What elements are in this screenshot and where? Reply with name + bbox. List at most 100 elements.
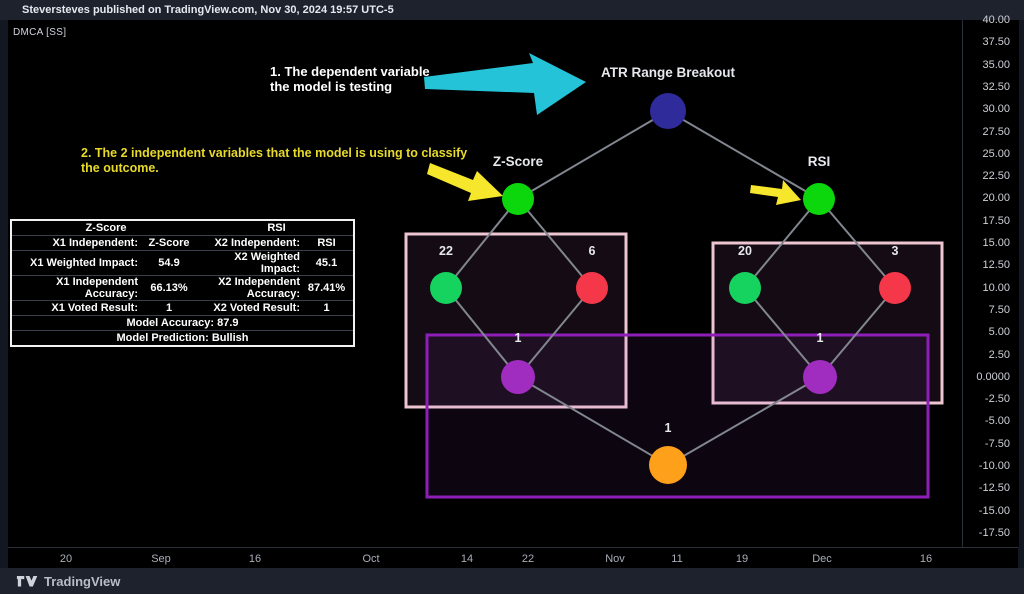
price-tick-label: -15.00 <box>978 504 1010 517</box>
cyan-arrow <box>424 53 586 115</box>
tree-node-atr <box>650 93 686 129</box>
x2-independent-label: X2 Independent: <box>214 237 300 249</box>
price-tick-label: -5.00 <box>984 415 1010 428</box>
x2-accuracy-label: X2 Independent Accuracy: <box>218 276 300 300</box>
tree-node-label-rsi-vote: 1 <box>817 331 824 345</box>
tree-edge-rsi-rsi-neg <box>818 198 896 289</box>
tree-edge-zscore-z-neg <box>517 198 593 289</box>
x1-independent-value: Z-Score <box>148 237 190 249</box>
tree-node-label-rsi-pos: 20 <box>738 244 752 258</box>
time-tick-label: Oct <box>362 553 380 565</box>
price-tick-label: 37.50 <box>982 36 1010 49</box>
tree-node-label-z-pos: 22 <box>439 244 453 258</box>
tree-edge-rsi-rsi-pos <box>744 198 820 289</box>
time-tick-label: 14 <box>460 553 474 565</box>
tree-edge-z-neg-z-vote <box>517 287 593 378</box>
x1-voted-result-value: 1 <box>165 302 173 314</box>
table-row: X1 Independent Accuracy: 66.13% X2 Indep… <box>12 275 353 300</box>
tree-edge-atr-rsi <box>667 110 820 200</box>
price-tick-label: 5.00 <box>988 326 1010 339</box>
x1-accuracy-label: X1 Independent Accuracy: <box>56 276 138 300</box>
tradingview-logo-icon[interactable] <box>16 574 38 589</box>
model-prediction: Model Prediction: Bullish <box>116 332 249 344</box>
x2-independent-value: RSI <box>317 237 336 249</box>
note-dependent-variable: 1. The dependent variable the model is t… <box>270 64 430 95</box>
tree-edge-z-pos-z-vote <box>445 287 519 378</box>
x1-independent-label: X1 Independent: <box>52 237 138 249</box>
tree-node-z-vote <box>501 360 535 394</box>
tradingview-brand-text: TradingView <box>44 573 121 589</box>
price-tick-label: -17.50 <box>978 526 1010 539</box>
price-tick-label: 10.00 <box>982 281 1010 294</box>
table-row: Model Accuracy: 87.9 <box>12 315 353 330</box>
price-tick-label: -2.50 <box>984 393 1010 406</box>
note-line: 1. The dependent variable <box>270 64 430 79</box>
tree-node-z-pos <box>430 272 462 304</box>
tree-node-final <box>649 446 687 484</box>
x2-weighted-impact-value: 45.1 <box>315 257 338 269</box>
time-tick-label: Sep <box>151 553 171 565</box>
x1-weighted-impact-label: X1 Weighted Impact: <box>30 257 138 269</box>
model-accuracy: Model Accuracy: 87.9 <box>126 317 239 329</box>
x2-voted-result-value: 1 <box>323 302 330 314</box>
publish-text: Steversteves published on TradingView.co… <box>22 4 394 16</box>
yellow-arrow-zscore <box>427 163 503 201</box>
x2-weighted-impact-label: X2 Weighted Impact: <box>234 251 300 275</box>
tree-edge-rsi-vote-final <box>667 376 821 466</box>
time-axis[interactable]: 20 Sep 16 Oct 14 22 Nov 11 19 Dec 16 <box>8 547 1018 568</box>
tree-node-label-z-neg: 6 <box>589 244 596 258</box>
time-tick-label: 11 <box>671 553 683 565</box>
time-tick-label: 19 <box>735 553 749 565</box>
x2-accuracy-value: 87.41% <box>307 282 346 294</box>
time-tick-label: 22 <box>521 553 535 565</box>
note-line: the outcome. <box>81 160 159 175</box>
table-row: X1 Independent: Z-Score X2 Independent: … <box>12 235 353 250</box>
price-tick-label: 32.50 <box>982 80 1010 93</box>
table-header-zscore: Z-Score <box>85 222 127 234</box>
tree-edge-atr-zscore <box>517 110 669 200</box>
note-line: 2. The 2 independent variables that the … <box>81 146 468 160</box>
tree-node-label-zscore: Z-Score <box>493 154 544 169</box>
x1-voted-result-label: X1 Voted Result: <box>51 302 138 314</box>
price-tick-label: 25.00 <box>982 147 1010 160</box>
time-tick-label: Nov <box>605 553 625 565</box>
note-independent-variables: 2. The 2 independent variables that the … <box>81 146 467 176</box>
time-tick-label: 16 <box>919 553 933 565</box>
price-tick-label: 12.50 <box>982 259 1010 272</box>
price-tick-label: 20.00 <box>982 192 1010 205</box>
price-tick-label: 40.00 <box>982 14 1010 26</box>
price-tick-label: 30.00 <box>982 103 1010 116</box>
tree-node-rsi <box>803 183 835 215</box>
price-tick-label: 15.00 <box>982 237 1010 250</box>
tree-node-rsi-pos <box>729 272 761 304</box>
x1-accuracy-value: 66.13% <box>150 282 188 294</box>
footer-bar: TradingView <box>0 568 1024 594</box>
indicator-label: DMCA [SS] <box>13 27 67 38</box>
x2-voted-result-label: X2 Voted Result: <box>213 302 300 314</box>
price-tick-label: 2.50 <box>988 348 1010 361</box>
tree-edge-z-vote-final <box>517 376 669 466</box>
time-tick-label: Dec <box>812 553 832 565</box>
price-tick-label: 35.00 <box>982 58 1010 71</box>
tree-edge-rsi-neg-rsi-vote <box>819 287 896 378</box>
model-stats-table: Z-Score RSI X1 Independent: Z-Score X2 I… <box>10 219 355 347</box>
time-tick-label: 20 <box>59 553 73 565</box>
tree-node-label-rsi-neg: 3 <box>892 244 899 258</box>
table-row: X1 Weighted Impact: 54.9 X2 Weighted Imp… <box>12 250 353 275</box>
price-tick-label: 17.50 <box>982 214 1010 227</box>
tree-node-label-z-vote: 1 <box>515 331 522 345</box>
yellow-arrow-rsi <box>750 180 801 205</box>
price-tick-label: 0.0000 <box>976 370 1010 383</box>
tree-edge-rsi-pos-rsi-vote <box>744 287 821 378</box>
tree-node-label-atr: ATR Range Breakout <box>601 65 736 80</box>
note-line: the model is testing <box>270 79 393 95</box>
price-tick-label: 27.50 <box>982 125 1010 138</box>
time-tick-label: 16 <box>248 553 262 565</box>
tree-node-label-rsi: RSI <box>808 154 831 169</box>
price-tick-label: 7.50 <box>988 303 1010 316</box>
tree-node-rsi-vote <box>803 360 837 394</box>
tree-node-label-final: 1 <box>665 421 672 435</box>
